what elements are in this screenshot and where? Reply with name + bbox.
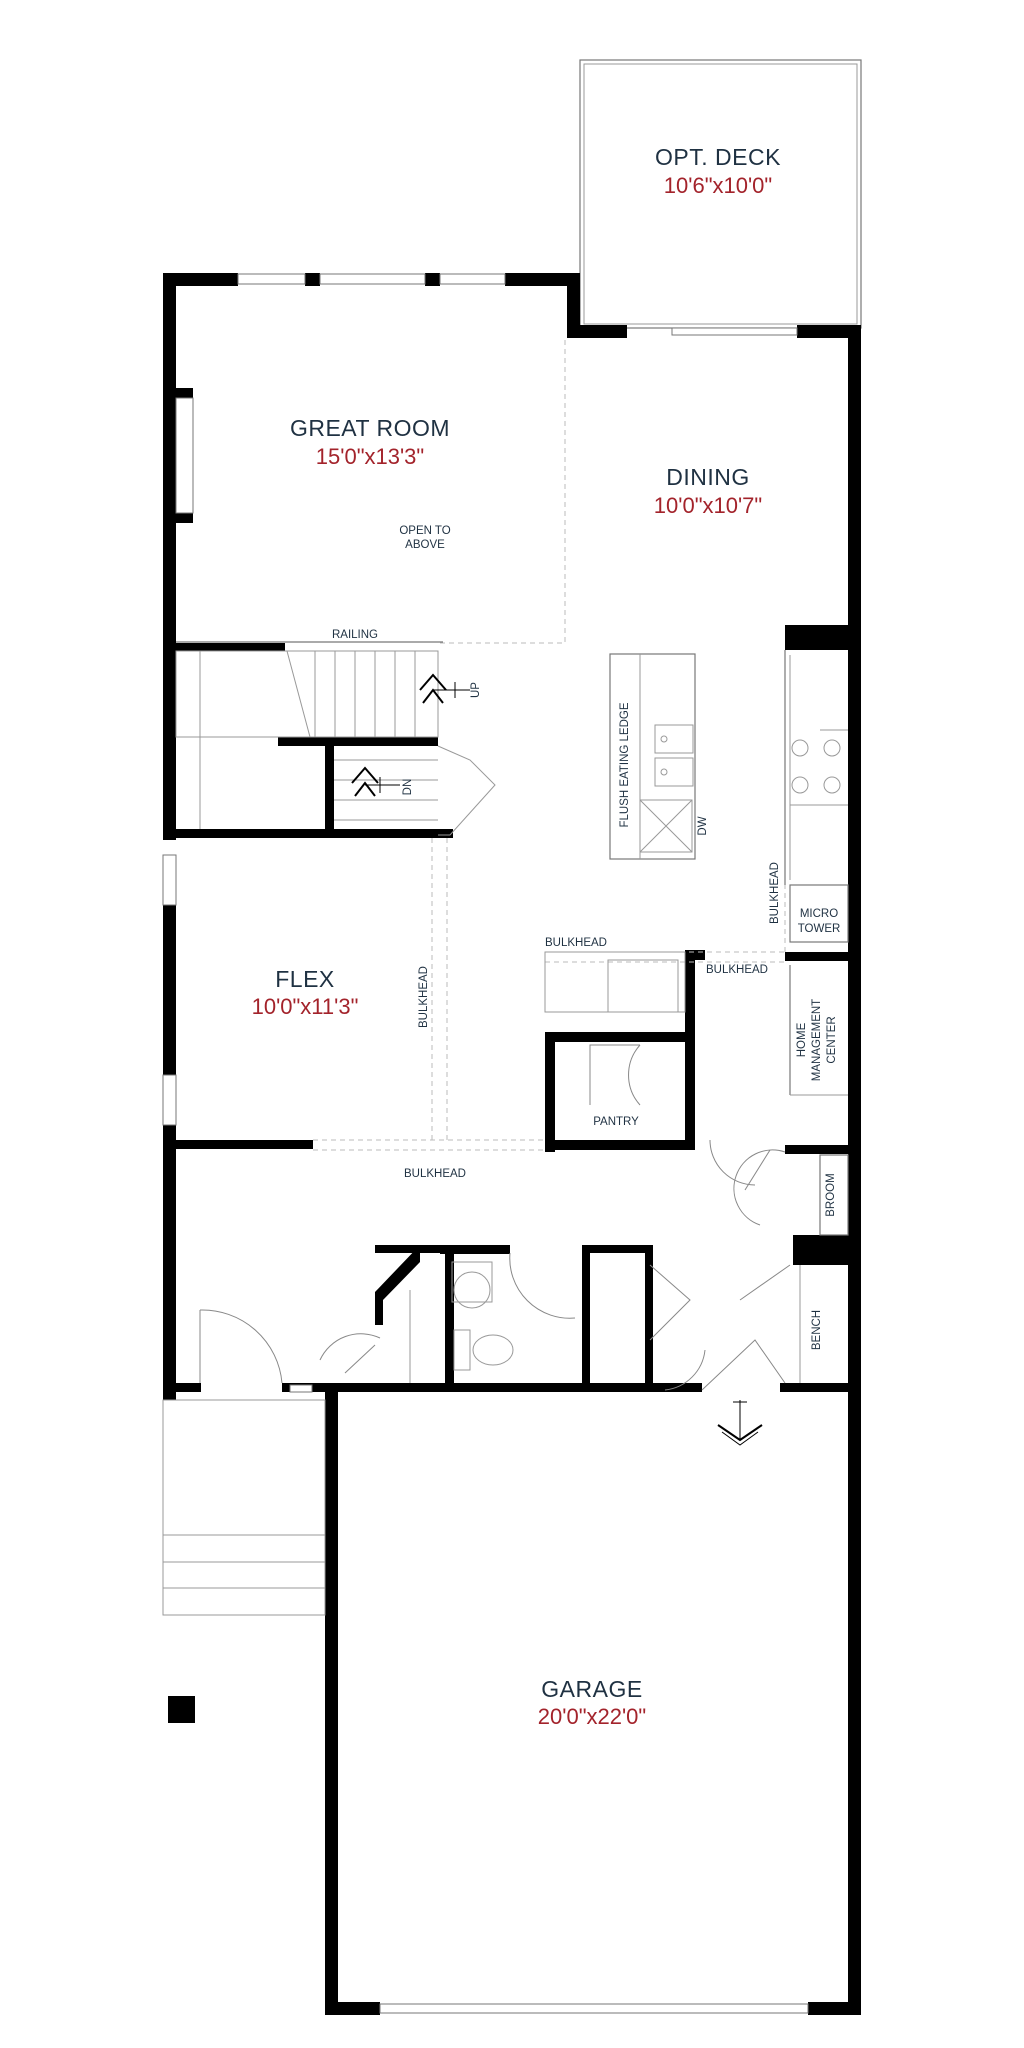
powder-room (199, 1252, 791, 1393)
broom-label: BROOM (825, 1173, 837, 1216)
deck-name: OPT. DECK (655, 144, 781, 170)
stairs (175, 650, 496, 836)
pantry-area (544, 951, 849, 1383)
walls (163, 273, 861, 2015)
kitchen-island (609, 653, 696, 860)
bulkhead-label-kitchen: BULKHEAD (769, 862, 781, 924)
bulkhead-label-hall: BULKHEAD (404, 1168, 466, 1180)
up-label: UP (470, 682, 482, 698)
bench-label: BENCH (811, 1310, 823, 1350)
dw-label: DW (697, 816, 709, 835)
garage-name: GARAGE (541, 1676, 642, 1702)
flex-name: FLEX (275, 966, 335, 992)
flush-eating-ledge-label: FLUSH EATING LEDGE (619, 702, 631, 827)
great-room-name: GREAT ROOM (290, 415, 450, 441)
deck-dims: 10'6"x10'0" (664, 173, 772, 198)
micro-tower-label-2: TOWER (798, 923, 841, 935)
open-to-above-label-1: OPEN TO (399, 525, 450, 537)
windows (162, 273, 809, 2014)
bulkhead-label-flex: BULKHEAD (418, 966, 430, 1028)
dining-name: DINING (666, 464, 750, 490)
home-mgmt-label-1: HOME (796, 1022, 808, 1057)
flex-dims: 10'0"x11'3" (252, 994, 359, 1019)
great-room-dims: 15'0"x13'3" (316, 444, 424, 469)
dn-label: DN (402, 779, 414, 796)
garage-entry (701, 1339, 786, 1446)
home-mgmt-label-3: CENTER (826, 1016, 838, 1063)
pantry-label: PANTRY (593, 1116, 639, 1128)
bulkhead-label-center: BULKHEAD (545, 937, 607, 949)
bulkhead-label-right: BULKHEAD (706, 964, 768, 976)
dining-dims: 10'0"x10'7" (654, 493, 762, 518)
garage-dims: 20'0"x22'0" (538, 1704, 646, 1729)
railing-label: RAILING (332, 629, 378, 641)
front-steps (162, 1399, 326, 1616)
up-arrow-icon (419, 673, 470, 704)
open-to-above-label-2: ABOVE (405, 539, 445, 551)
home-mgmt-label-2: MANAGEMENT (811, 999, 823, 1081)
down-arrow-icon (351, 766, 400, 797)
kitchen-counter (784, 650, 849, 943)
micro-tower-label-1: MICRO (800, 908, 838, 920)
